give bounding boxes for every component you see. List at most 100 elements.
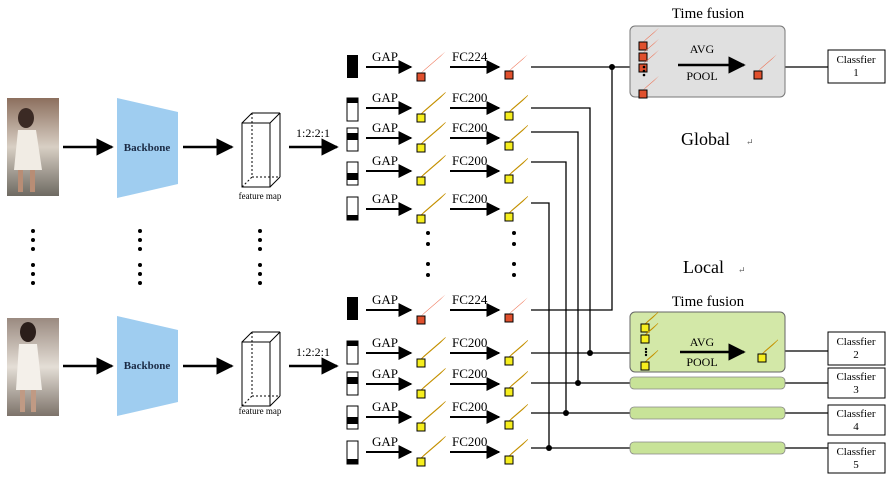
local-fusion-bar-3 [629,376,786,390]
pooled-feature-vector [757,339,779,363]
backbone-block-1: Backbone [117,98,178,198]
fc200-label: FC200 [452,90,487,105]
global-branch-label: Global [681,129,730,149]
fc224-label: FC224 [452,49,488,64]
stripe-part-3-icon [346,161,359,186]
feature-map-label: feature map [239,191,282,201]
gap-label: GAP [372,153,398,168]
stacked-frame-feature [640,323,659,344]
backbone-label: Backbone [124,142,171,154]
local-time-fusion-box [629,311,786,373]
gap-label: GAP [372,191,398,206]
fc-feature-vector [504,340,529,366]
classifier-label: Classfier [836,336,875,348]
vertical-ellipsis-icon [642,65,646,69]
gap-feature-vector [416,401,446,432]
classifier-number: 3 [853,384,859,396]
gap-label: GAP [372,120,398,135]
feature-map-cube-2 [241,331,281,407]
backbone-label: Backbone [124,360,171,372]
pool-label: POOL [686,69,717,83]
global-time-fusion-title: Time fusion [672,6,745,22]
fc-feature-vector [504,439,529,465]
fc200-label: FC200 [452,335,487,350]
classifier-number: 1 [853,67,859,79]
classifier-box-2: Classfier 2 [827,331,886,366]
stacked-frame-feature [638,27,659,51]
stripe-global-icon [347,297,358,320]
avg-label: AVG [690,42,715,56]
fc-feature-vector [504,125,529,151]
classifier-box-5: Classfier 5 [827,442,886,474]
gap-feature-vector [416,51,446,82]
fc200-label: FC200 [452,153,487,168]
stripe-part-4-icon [346,440,359,465]
local-branch-label: Local [683,257,724,277]
vertical-ellipsis-icon [642,73,646,77]
gap-label: GAP [372,90,398,105]
fc-feature-vector [504,371,529,397]
stripe-part-4-icon [346,196,359,221]
gap-label: GAP [372,292,398,307]
gap-label: GAP [372,399,398,414]
gap-feature-vector [416,193,446,224]
feature-vectors [416,51,529,467]
fc-feature-vector [504,404,529,430]
gap-label: GAP [372,366,398,381]
classifier-number: 5 [853,459,859,471]
global-frame-stack [638,27,659,99]
fc200-label: FC200 [452,191,487,206]
stacked-frame-feature [640,312,659,333]
vertical-ellipsis-icon [644,353,648,357]
stripe-part-2-icon [346,371,359,396]
stripe-part-1-icon [346,97,359,122]
fc-feature-vector [504,297,528,323]
stripe-part-1-icon [346,340,359,365]
gap-feature-vector [416,436,446,467]
fc-feature-vector [504,95,529,121]
fc200-label: FC200 [452,366,487,381]
global-time-fusion-box [629,25,786,98]
fc224-label: FC224 [452,292,488,307]
classifier-number: 4 [853,421,859,433]
return-mark: ↵ [746,137,754,147]
gap-label: GAP [372,434,398,449]
gap-label: GAP [372,49,398,64]
local-fusion-bar-5 [629,441,786,455]
fc-feature-vector [504,54,528,80]
vertical-ellipsis-icon [644,347,648,351]
feature-map-cube-1 [241,112,281,188]
classifier-label: Classfier [836,371,875,383]
fc200-label: FC200 [452,399,487,414]
local-time-fusion-title: Time fusion [672,294,745,310]
input-frame-1 [7,98,59,196]
local-pooled-feature [757,339,779,363]
stripe-part-3-icon [346,405,359,430]
classifier-label: Classfier [836,446,875,458]
stacked-frame-feature [638,49,659,73]
classifier-box-1: Classfier 1 [827,49,886,84]
junction-dots [546,64,615,451]
gap-feature-vector [416,368,446,399]
stacked-frame-feature [638,38,659,62]
gap-label: GAP [372,335,398,350]
fc-feature-vector [504,158,529,184]
fc200-label: FC200 [452,434,487,449]
input-frame-2 [7,318,59,416]
partition-ratio-label: 1:2:2:1 [296,126,330,140]
stacked-frame-feature [638,75,659,99]
classifier-label: Classfier [836,408,875,420]
connection-lines [531,66,828,449]
fc-feature-vector [504,196,529,222]
gap-feature-vector [416,155,446,186]
classifier-label: Classfier [836,54,875,66]
gap-feature-vector [416,92,446,123]
global-pooled-feature [753,54,777,80]
pooled-feature-vector [753,54,777,80]
gap-feature-vector [416,294,446,325]
partition-ratio-label: 1:2:2:1 [296,345,330,359]
stacked-frame-feature [640,350,659,371]
